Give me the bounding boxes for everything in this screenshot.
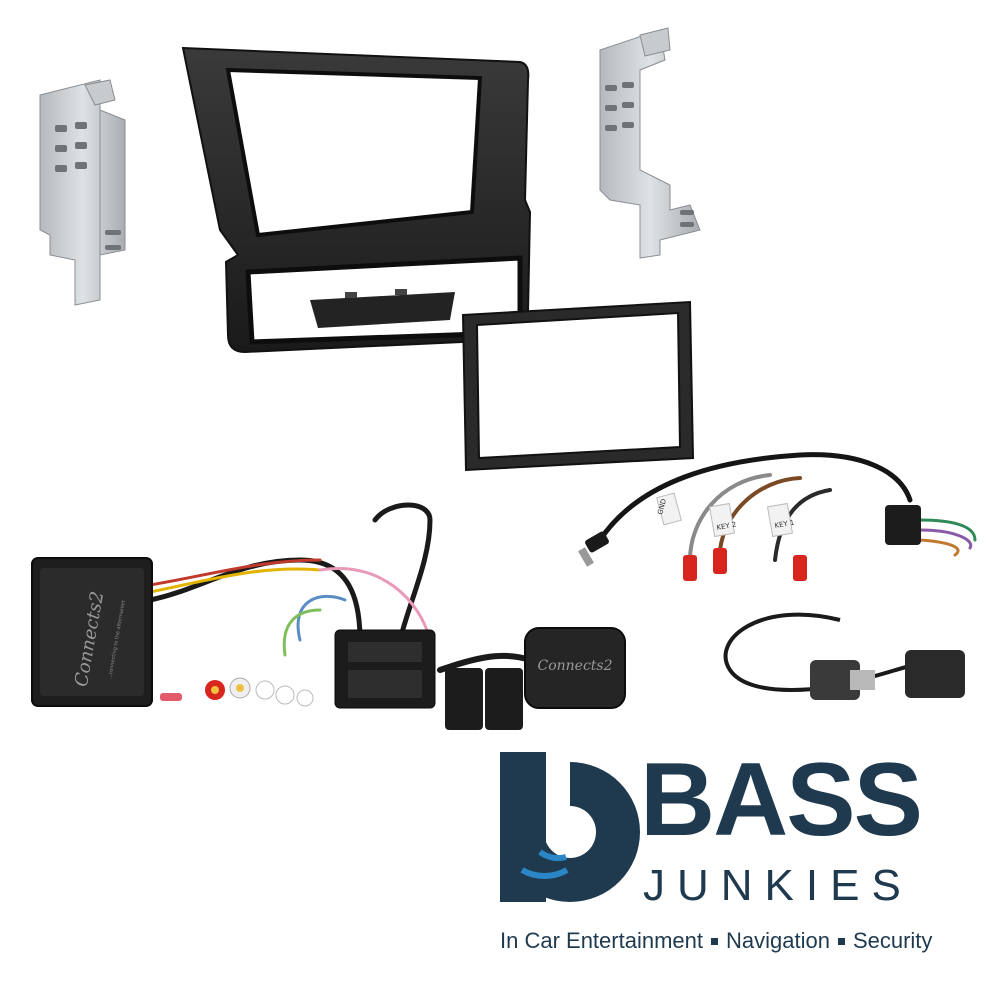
lead-connectors xyxy=(578,505,921,581)
tagline-item-entertainment: In Car Entertainment xyxy=(500,928,703,953)
fascia-surround-frame xyxy=(461,300,695,472)
tagline-item-navigation: Navigation xyxy=(725,928,830,953)
lead-label-key2: KEY 2 xyxy=(716,521,737,532)
steering-interface-box: Connects2 ...connecting to the aftermark… xyxy=(31,557,153,707)
bass-junkies-logo-icon xyxy=(500,752,640,902)
antenna-adapter-cable xyxy=(723,612,965,700)
lead-tag-labels: GND KEY 2 KEY 1 xyxy=(656,492,795,538)
right-mounting-bracket xyxy=(599,27,701,259)
tagline-item-security: Security xyxy=(852,928,933,953)
module2-logo-text: Connects2 xyxy=(537,658,612,674)
rca-plugs xyxy=(160,677,314,707)
left-mounting-bracket xyxy=(39,79,126,306)
brand-name-bass: BASS xyxy=(640,742,923,858)
steering-module-2: Connects2 xyxy=(524,627,626,709)
double-din-fascia-panel xyxy=(181,46,532,354)
brand-name-junkies: JUNKIES xyxy=(643,861,913,910)
lead-label-key1: KEY 1 xyxy=(774,519,795,530)
brand-tagline: In Car Entertainment Navigation Security xyxy=(500,930,932,952)
lead-label-gnd: GND xyxy=(656,498,668,516)
quadlock-connector xyxy=(334,629,436,709)
tagline-separator xyxy=(710,937,718,945)
harness-wires xyxy=(147,502,533,673)
tagline-separator xyxy=(837,937,845,945)
iso-connectors xyxy=(445,668,523,730)
steering-control-leads xyxy=(597,452,977,562)
